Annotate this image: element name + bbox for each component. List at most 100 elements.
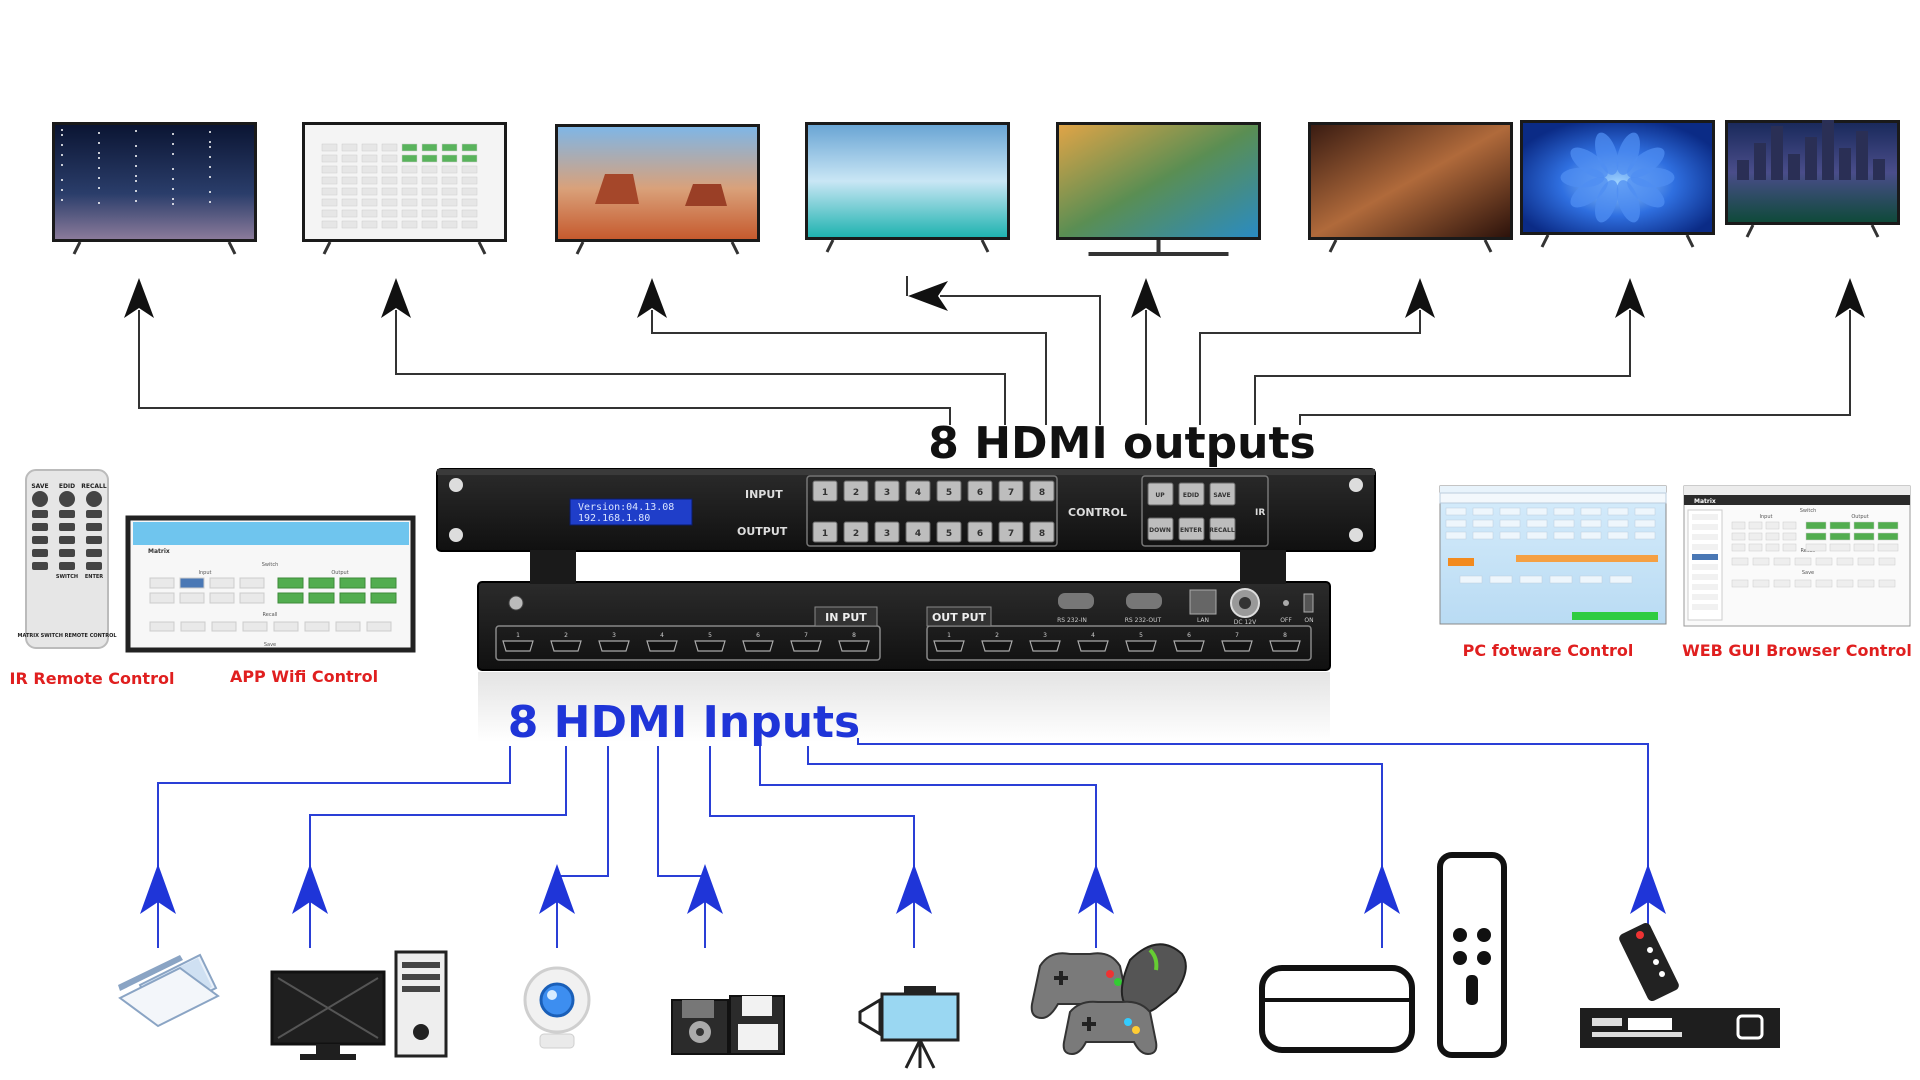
svg-text:2: 2 [853,488,859,498]
front-input-button-7[interactable]: 7 [998,480,1024,502]
output-arrow-7 [1835,278,1865,318]
disk-drive-icon [671,995,785,1055]
front-output-button-5[interactable]: 5 [936,521,962,543]
rear-output-label: OUT PUT [932,611,987,624]
svg-text:4: 4 [915,488,921,498]
rear-hdmi-output-3: 3 [1029,632,1061,652]
control-button-enter[interactable]: ENTER [1178,517,1205,541]
rear-port-dc: DC 12V [1234,619,1257,626]
input-connector-1 [157,746,511,948]
tv-3 [555,124,760,255]
remote-footer: MATRIX SWITCH REMOTE CONTROL [17,633,117,639]
front-output-button-2[interactable]: 2 [843,521,869,543]
front-input-button-6[interactable]: 6 [967,480,993,502]
svg-text:8: 8 [1039,529,1045,539]
dvd-player-icon [1580,922,1780,1048]
front-output-button-6[interactable]: 6 [967,521,993,543]
rear-port-lan: LAN [1197,617,1209,624]
web-save: Save [1802,570,1814,576]
svg-text:2: 2 [853,529,859,539]
rear-hdmi-input-4: 4 [646,632,678,652]
input-connector-6 [759,746,1097,948]
front-input-button-5[interactable]: 5 [936,480,962,502]
input-arrow-6 [1078,864,1114,914]
remote-switch-label: SWITCH [56,574,78,580]
input-connector-8 [857,738,1649,948]
front-input-button-8[interactable]: 8 [1029,480,1055,502]
front-input-button-1[interactable]: 1 [812,480,838,502]
front-output-button-7[interactable]: 7 [998,521,1024,543]
output-arrow-5 [1405,278,1435,318]
input-arrow-5 [896,864,932,914]
output-arrow-left [908,281,948,311]
svg-text:8: 8 [852,632,856,639]
rear-port-off: OFF [1280,617,1292,624]
rear-hdmi-input-3: 3 [598,632,630,652]
front-control-label: CONTROL [1068,506,1127,519]
svg-text:6: 6 [1187,632,1191,639]
control-button-recall[interactable]: RECALL [1209,517,1236,541]
output-connector-3 [651,310,1047,425]
app-title: Matrix [148,548,170,555]
input-arrow-1 [140,864,176,914]
svg-text:2: 2 [564,632,568,639]
input-connector-7 [807,746,1383,948]
svg-text:8: 8 [1283,632,1287,639]
svg-text:3: 3 [612,632,616,639]
inputs-title: 8 HDMI Inputs [508,697,861,748]
control-button-edid[interactable]: EDID [1178,482,1205,506]
rear-hdmi-output-4: 4 [1077,632,1109,652]
front-output-button-8[interactable]: 8 [1029,521,1055,543]
svg-text:4: 4 [915,529,921,539]
rear-hdmi-input-8: 8 [838,632,870,652]
svg-text:7: 7 [804,632,808,639]
svg-text:ENTER: ENTER [1180,527,1202,534]
svg-text:7: 7 [1008,529,1014,539]
input-connector-3 [556,746,609,948]
front-input-button-2[interactable]: 2 [843,480,869,502]
control-button-down[interactable]: DOWN [1147,517,1174,541]
pc-software-screen [1439,485,1667,625]
front-output-button-4[interactable]: 4 [905,521,931,543]
svg-text:5: 5 [1139,632,1143,639]
svg-text:5: 5 [946,488,952,498]
front-input-button-3[interactable]: 3 [874,480,900,502]
app-recall: Recall [263,612,278,618]
tv-5 [1056,122,1261,256]
web-switch: Switch [1800,508,1817,514]
input-arrow-4 [687,864,723,914]
tv-2 [302,122,507,255]
front-ir-label: IR [1255,508,1265,518]
webcam-icon [523,966,591,1049]
input-arrow-2 [292,864,328,914]
rear-port-on: ON [1304,617,1313,624]
tv-1 [52,122,257,255]
front-output-button-3[interactable]: 3 [874,521,900,543]
ir-remote-icon: SAVE EDID RECALL SWITCH ENTER MATRIX SWI… [17,469,117,649]
front-output-button-1[interactable]: 1 [812,521,838,543]
svg-text:6: 6 [977,488,983,498]
lcd-line-1: Version:04.13.08 [578,502,674,513]
matrix-front-panel: Version:04.13.08 192.168.1.80 INPUT OUTP… [436,468,1376,552]
app-screen: Matrix Switch Input Output Recall Save [125,515,416,653]
outputs-title: 8 HDMI outputs [928,418,1315,469]
projector-icon [858,986,960,1069]
rear-hdmi-output-8: 8 [1269,632,1301,652]
svg-text:EDID: EDID [1183,492,1199,499]
rear-hdmi-output-1: 1 [933,632,965,652]
front-input-button-4[interactable]: 4 [905,480,931,502]
web-output: Output [1851,514,1868,520]
rear-hdmi-output-6: 6 [1173,632,1205,652]
control-button-save[interactable]: SAVE [1209,482,1236,506]
output-connector-1 [138,310,951,425]
svg-text:6: 6 [756,632,760,639]
output-connector-8 [1299,310,1851,425]
control-button-up[interactable]: UP [1147,482,1174,506]
tv-7 [1520,120,1715,248]
svg-text:DOWN: DOWN [1149,527,1171,534]
tv-4 [805,122,1010,253]
front-output-label: OUTPUT [737,525,788,538]
svg-text:3: 3 [884,488,890,498]
remote-edid-label: EDID [59,483,75,490]
svg-text:3: 3 [1043,632,1047,639]
